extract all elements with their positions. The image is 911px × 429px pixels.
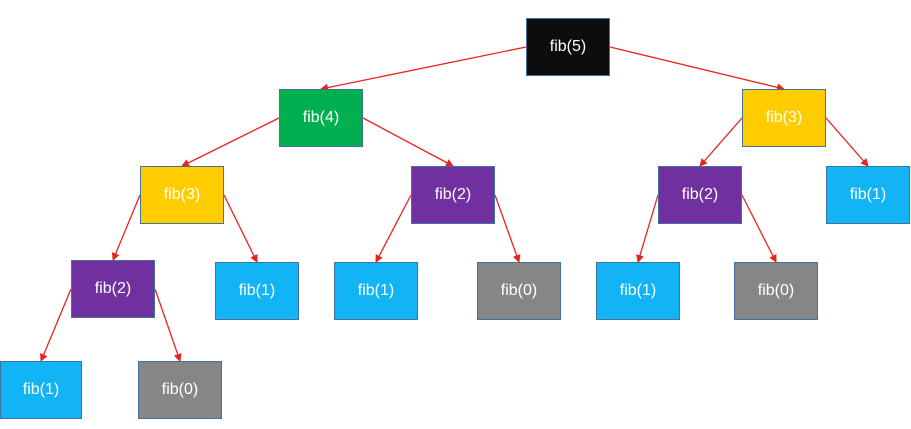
edge-n2r-to-n1c bbox=[636, 194, 659, 263]
edge-n3r-to-n1r bbox=[825, 117, 869, 167]
node-fib-1-far-right: fib(1) bbox=[826, 166, 910, 224]
edge-n3-to-n1a bbox=[223, 194, 258, 263]
edge-n4-to-n3 bbox=[181, 117, 280, 167]
node-fib-5: fib(5) bbox=[526, 18, 610, 76]
edge-n3r-to-n2r bbox=[699, 117, 743, 167]
edge-n2l-to-n0c bbox=[154, 288, 182, 362]
node-fib-3-right: fib(3) bbox=[742, 89, 826, 147]
node-fib-0-c: fib(0) bbox=[138, 361, 222, 419]
node-fib-1-c: fib(1) bbox=[596, 262, 680, 320]
node-fib-1-a: fib(1) bbox=[215, 262, 299, 320]
edge-n2l-to-n1d bbox=[40, 288, 72, 362]
node-fib-1-d: fib(1) bbox=[0, 361, 82, 419]
edge-n2r-to-n0b bbox=[741, 194, 777, 263]
node-fib-0-a: fib(0) bbox=[477, 262, 561, 320]
node-fib-3-left: fib(3) bbox=[140, 166, 224, 224]
node-fib-2-left: fib(2) bbox=[71, 260, 155, 318]
node-fib-2-right: fib(2) bbox=[658, 166, 742, 224]
node-fib-0-b: fib(0) bbox=[734, 262, 818, 320]
edge-n3-to-n2l bbox=[111, 194, 141, 261]
node-fib-4: fib(4) bbox=[279, 89, 363, 147]
edge-n4-to-n2m bbox=[362, 117, 454, 167]
node-fib-2-middle: fib(2) bbox=[411, 166, 495, 224]
node-fib-1-b: fib(1) bbox=[334, 262, 418, 320]
edge-n5-to-n4 bbox=[320, 46, 527, 92]
edge-n2m-to-n1b bbox=[375, 194, 412, 263]
edge-n2m-to-n0a bbox=[494, 194, 521, 263]
edge-n5-to-n3r bbox=[609, 46, 785, 92]
